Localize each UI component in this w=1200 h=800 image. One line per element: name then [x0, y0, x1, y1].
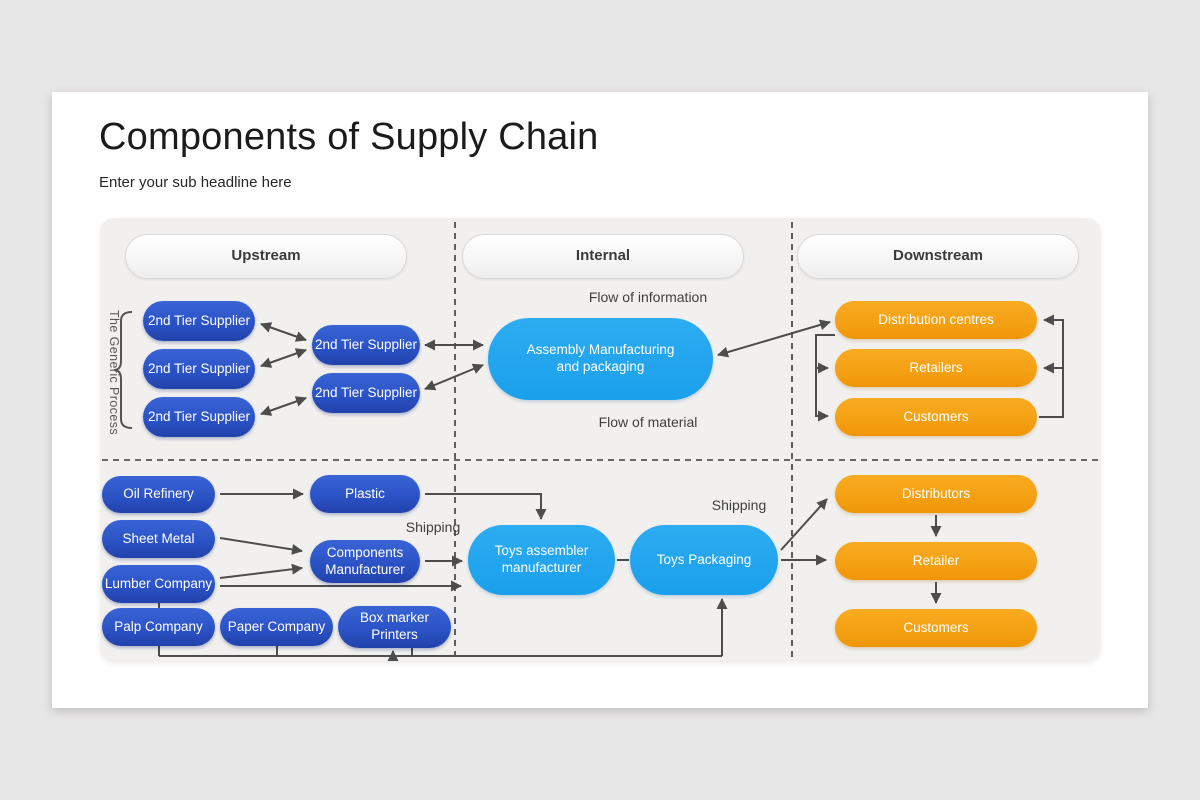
- node-toys-packaging: Toys Packaging: [630, 525, 778, 595]
- node-2nd-tier-supplier-1: 2nd Tier Supplier: [143, 301, 255, 341]
- node-palp-company: Palp Company: [102, 608, 215, 646]
- label-flow-material: Flow of material: [598, 414, 698, 430]
- generic-process-brace-icon: [113, 311, 133, 429]
- header-downstream: Downstream: [797, 234, 1079, 279]
- label-shipping-internal: Shipping: [711, 497, 767, 513]
- node-components-manufacturer: Components Manufacturer: [310, 540, 420, 583]
- node-2nd-tier-supplier-5: 2nd Tier Supplier: [312, 373, 420, 413]
- node-2nd-tier-supplier-2: 2nd Tier Supplier: [143, 349, 255, 389]
- bottom-row-arrows: [158, 488, 942, 661]
- top-row-arrows: [260, 314, 1064, 422]
- node-customers-bottom: Customers: [835, 609, 1037, 647]
- node-assembly-manufacturing: Assembly Manufacturing and packaging: [488, 318, 713, 400]
- node-plastic: Plastic: [310, 475, 420, 513]
- label-flow-information: Flow of information: [588, 289, 708, 305]
- node-2nd-tier-supplier-4: 2nd Tier Supplier: [312, 325, 420, 365]
- node-oil-refinery: Oil Refinery: [102, 476, 215, 513]
- page-title: Components of Supply Chain: [99, 116, 599, 158]
- node-distributors: Distributors: [835, 475, 1037, 513]
- node-box-marker-printers: Box marker Printers: [338, 606, 451, 648]
- slide-canvas: Components of Supply Chain Enter your su…: [52, 92, 1148, 708]
- node-2nd-tier-supplier-3: 2nd Tier Supplier: [143, 397, 255, 437]
- label-generic-process: The Generic Process: [107, 310, 121, 436]
- node-toys-assembler-manufacturer: Toys assembler manufacturer: [468, 525, 615, 595]
- label-shipping-upstream: Shipping: [405, 519, 461, 535]
- node-retailers: Retailers: [835, 349, 1037, 387]
- node-customers-top: Customers: [835, 398, 1037, 436]
- diagram-panel: Upstream Internal Downstream The Generic…: [100, 218, 1101, 662]
- dashed-dividers: [102, 222, 1099, 658]
- node-retailer: Retailer: [835, 542, 1037, 580]
- header-internal: Internal: [462, 234, 744, 279]
- arrows-layer: [102, 222, 1099, 661]
- node-distribution-centres: Distribution centres: [835, 301, 1037, 339]
- header-upstream: Upstream: [125, 234, 407, 279]
- page-subtitle: Enter your sub headline here: [99, 174, 292, 191]
- node-paper-company: Paper Company: [220, 608, 333, 646]
- node-lumber-company: Lumber Company: [102, 565, 215, 603]
- node-sheet-metal: Sheet Metal: [102, 520, 215, 558]
